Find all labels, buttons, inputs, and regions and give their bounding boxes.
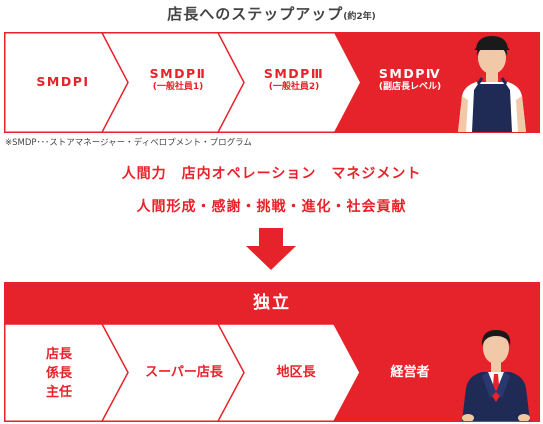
chevron-2 xyxy=(217,32,245,133)
diagram-title: 店長へのステップアップ(約2年) xyxy=(0,3,543,24)
footnote: ※SMDP･･･ストアマネージャー・ディベロプメント・プログラム xyxy=(5,138,252,148)
step-smdp2-label: SMDPⅡ xyxy=(149,66,207,81)
step-smdp4-note: (副店長レベル) xyxy=(378,81,442,92)
career-steps-band: 店長 係長 主任 スーパー店長 地区長 経営者 xyxy=(4,324,540,422)
step-super-manager: スーパー店長 xyxy=(145,365,223,380)
step-smdp3: SMDPⅢ (一般社員2) xyxy=(240,66,348,93)
step-smdp1-label: SMDPⅠ xyxy=(36,74,90,89)
chevron-4 xyxy=(217,324,245,422)
step-manager: 店長 係長 主任 xyxy=(45,347,72,400)
title-main: 店長へのステップアップ xyxy=(167,5,344,23)
step-smdp4-label: SMDPⅣ xyxy=(378,66,442,81)
chevron-1 xyxy=(101,32,129,133)
step-smdp2-note: (一般社員1) xyxy=(152,81,204,92)
step-executive: 経営者 xyxy=(390,365,430,380)
step-area-manager: 地区長 xyxy=(276,365,316,380)
skills-line-2: 人間形成・感謝・挑戦・進化・社会貢献 xyxy=(136,199,407,215)
apron-worker-icon xyxy=(458,36,526,132)
skills-line-1: 人間力 店内オペレーション マネジメント xyxy=(121,166,422,182)
chevron-3 xyxy=(101,324,129,422)
step-smdp3-note: (一般社員2) xyxy=(268,81,320,92)
chevron-5 xyxy=(333,324,361,422)
independence-bar: 独立 xyxy=(4,282,540,324)
independence-label: 独立 xyxy=(253,293,291,313)
step-smdp4: SMDPⅣ (副店長レベル) xyxy=(360,66,460,93)
step-smdp3-label: SMDPⅢ xyxy=(263,66,325,81)
title-sub: (約2年) xyxy=(343,12,376,22)
step-smdp1: SMDPⅠ xyxy=(14,74,112,90)
step-smdp2: SMDPⅡ (一般社員1) xyxy=(124,66,232,93)
down-arrow-icon xyxy=(246,228,296,270)
businessman-icon xyxy=(462,330,530,421)
smdp-steps-band: SMDPⅠ SMDPⅡ (一般社員1) SMDPⅢ (一般社員2) SMDPⅣ … xyxy=(4,32,540,133)
